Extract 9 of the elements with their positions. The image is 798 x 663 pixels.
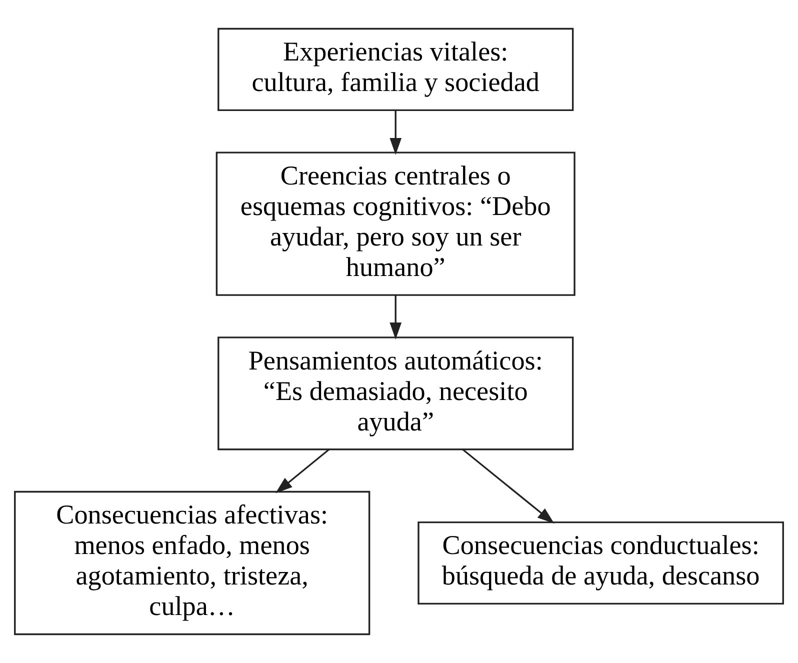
node-box: Consecuencias afectivas: menos enfado, menos agotamiento, tristeza, culpa… [14,490,370,636]
node-box: Experiencias vitales: cultura, familia y sociedad [218,28,574,112]
node-box: Pensamientos automáticos: “Es demasiado, necesito ayuda” [218,336,574,450]
arrow [462,448,554,524]
node-box: Consecuencias conductuales: búsqueda de ayuda, descanso [418,521,784,605]
arrow [275,448,330,494]
arrow [390,110,402,155]
arrow [390,296,402,340]
node-box: Creencias centrales o esquemas cognitivos: “Debo ayudar, pero soy un ser humano” [216,152,576,296]
